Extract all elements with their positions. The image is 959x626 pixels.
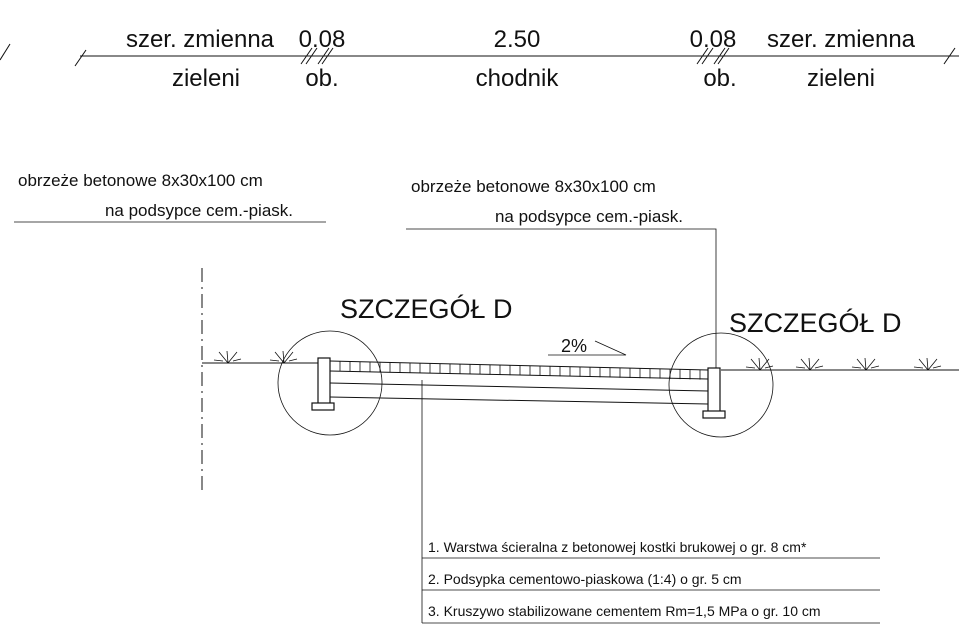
grass-symbols (213, 350, 942, 371)
name-sidewalk: chodnik (476, 65, 560, 92)
curb-left-footing (311, 402, 335, 411)
paving-joints (339, 361, 701, 380)
leader-line (406, 228, 717, 372)
curb-note-left-line1: obrzeże betonowe 8x30x100 cm (18, 171, 263, 190)
name-curb-left: ob. (305, 65, 338, 92)
curb-note-left: obrzeże betonowe 8x30x100 cm na podsypce… (14, 171, 326, 223)
dimension-tick (943, 47, 956, 65)
bedding-bottom (329, 382, 709, 392)
curb-right-footing (702, 410, 726, 419)
grass-icon (269, 350, 298, 364)
layer-1-label: 1. Warstwa ścieralna z betonowej kostki … (428, 539, 807, 555)
slope-arrow (548, 340, 627, 356)
detail-circle-left (277, 330, 383, 436)
name-curb-right: ob. (703, 65, 736, 92)
dimension-tick (317, 47, 334, 65)
width-sidewalk: 2.50 (494, 26, 541, 53)
grass-icon (851, 357, 880, 371)
slope-indicator: 2% (548, 336, 627, 356)
layer-2-label: 2. Podsypka cementowo-piaskowa (1:4) o g… (428, 571, 742, 587)
name-green-left: zieleni (172, 65, 240, 92)
grass-icon (745, 357, 774, 371)
paving-bottom (329, 370, 709, 380)
curb-note-right: obrzeże betonowe 8x30x100 cm na podsypce… (406, 177, 717, 372)
dimension-tick (713, 47, 730, 65)
curb-note-right-line1: obrzeże betonowe 8x30x100 cm (411, 177, 656, 196)
curb-left (311, 357, 335, 411)
layer-callouts: 1. Warstwa ścieralna z betonowej kostki … (421, 380, 880, 624)
dimension-tick (74, 49, 87, 67)
grass-icon (913, 357, 942, 371)
width-green-left: szer. zmienna (126, 26, 275, 53)
curb-right-body (707, 367, 721, 414)
slope-label: 2% (561, 336, 587, 356)
dimension-tick (696, 47, 714, 65)
grass-icon (795, 357, 824, 371)
dimension-tick (0, 43, 11, 61)
curb-note-left-line2: na podsypce cem.-piask. (105, 201, 293, 220)
curb-right (702, 367, 726, 419)
width-curb-left: 0.08 (299, 26, 346, 53)
base-bottom (329, 396, 709, 405)
curb-left-body (317, 357, 331, 407)
curb-note-right-line2: na podsypce cem.-piask. (495, 207, 683, 226)
detail-label-right: SZCZEGÓŁ D (729, 307, 902, 338)
detail-circle-right (668, 332, 774, 438)
paving-top (329, 360, 709, 371)
dimension-tick (300, 47, 318, 65)
width-green-right: szer. zmienna (767, 26, 916, 53)
pavement-structure (329, 360, 709, 405)
name-green-right: zieleni (807, 65, 875, 92)
grass-icon (213, 350, 242, 364)
detail-label-left: SZCZEGÓŁ D (340, 293, 513, 324)
layer-3-label: 3. Kruszywo stabilizowane cementem Rm=1,… (428, 603, 821, 619)
width-curb-right: 0.08 (690, 26, 737, 53)
dimension-line: szer. zmienna 0.08 2.50 0.08 szer. zmien… (0, 26, 959, 92)
